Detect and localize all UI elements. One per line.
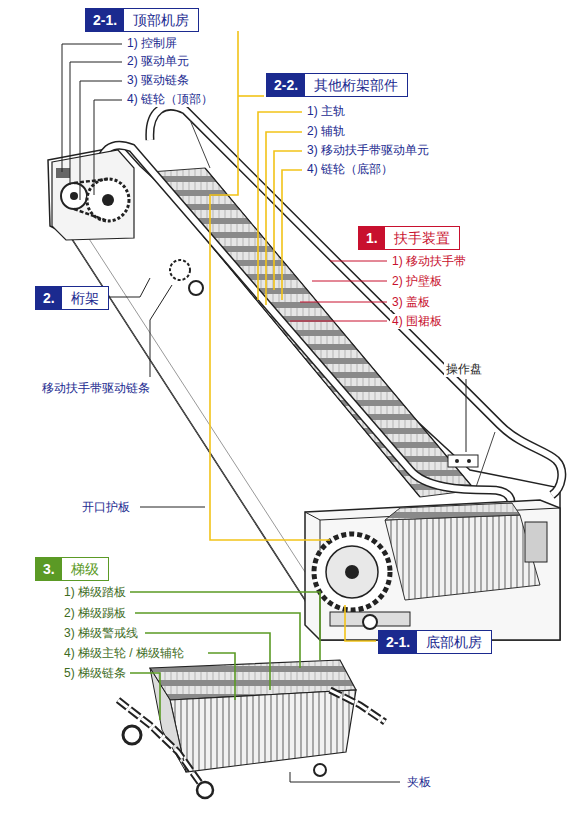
- part-label: 3) 盖板: [390, 295, 432, 310]
- part-label: 操作盘: [444, 362, 484, 377]
- part-label: 2) 梯级踢板: [62, 606, 128, 621]
- part-label: 4) 围裙板: [390, 314, 444, 329]
- section-header: 2.桁架: [35, 286, 109, 310]
- part-label: 3) 梯级警戒线: [62, 626, 140, 641]
- section-header: 2-1.底部机房: [378, 630, 492, 654]
- section-title: 顶部机房: [124, 9, 198, 31]
- section-title: 梯级: [62, 558, 108, 580]
- section-header: 3.梯级: [35, 557, 109, 581]
- part-label: 1) 梯级踏板: [62, 585, 128, 600]
- part-label: 2) 辅轨: [305, 124, 347, 139]
- section-header: 2-1.顶部机房: [85, 8, 199, 32]
- part-label: 夹板: [405, 775, 433, 790]
- part-label: 1) 主轨: [305, 104, 347, 119]
- part-label: 1) 移动扶手带: [390, 254, 468, 269]
- part-label: 2) 护壁板: [390, 274, 444, 289]
- part-label: 3) 驱动链条: [125, 73, 191, 88]
- part-label: 5) 梯级链条: [62, 666, 128, 681]
- section-header: 2-2.其他桁架部件: [266, 73, 408, 97]
- section-title: 扶手装置: [385, 227, 459, 249]
- part-label: 3) 移动扶手带驱动单元: [305, 143, 431, 158]
- section-title: 其他桁架部件: [305, 74, 407, 96]
- section-title: 底部机房: [417, 631, 491, 653]
- section-number: 2.: [36, 287, 62, 309]
- part-label: 2) 驱动单元: [125, 54, 191, 69]
- section-number: 2-1.: [379, 631, 417, 653]
- section-header: 1.扶手装置: [358, 226, 460, 250]
- part-label: 开口护板: [80, 500, 132, 515]
- part-label: 4) 链轮（顶部）: [125, 92, 215, 107]
- part-label: 1) 控制屏: [125, 36, 179, 51]
- section-title: 桁架: [62, 287, 108, 309]
- part-label: 4) 梯级主轮 / 梯级辅轮: [62, 646, 186, 661]
- section-number: 2-1.: [86, 9, 124, 31]
- part-label: 移动扶手带驱动链条: [40, 381, 152, 396]
- section-number: 3.: [36, 558, 62, 580]
- section-number: 2-2.: [267, 74, 305, 96]
- section-number: 1.: [359, 227, 385, 249]
- part-label: 4) 链轮（底部）: [305, 162, 395, 177]
